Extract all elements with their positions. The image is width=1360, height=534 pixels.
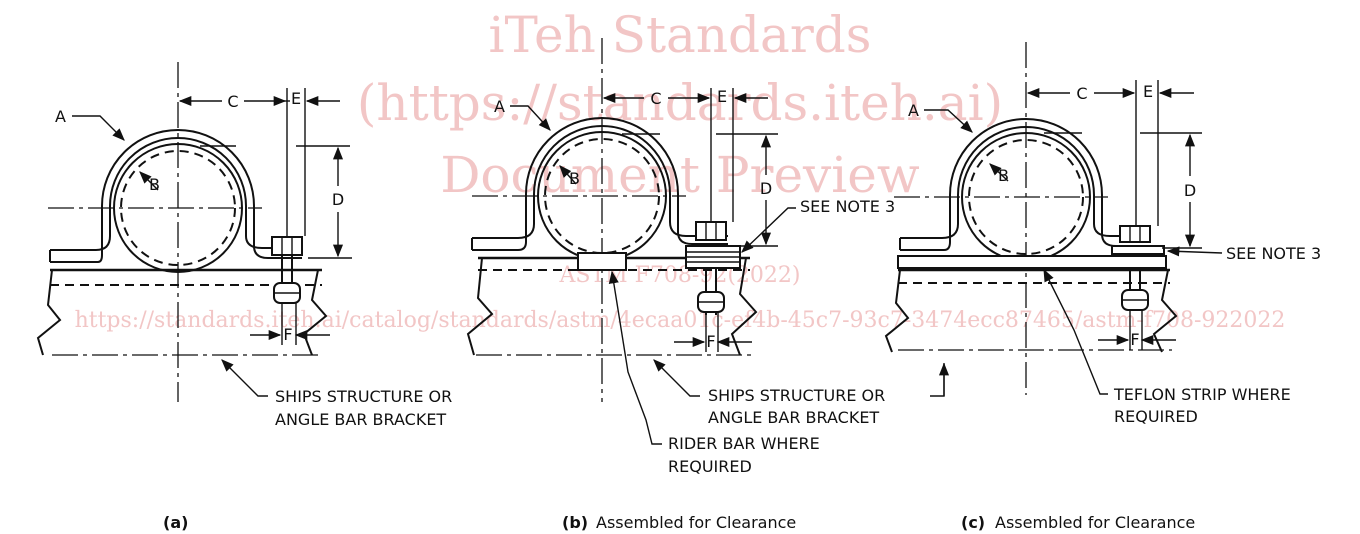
label-b: B xyxy=(569,169,580,188)
figure-c: C E D F A B SEE NOTE 3 TEFLON STRIP WHER… xyxy=(884,42,1321,532)
dim-c-label: C xyxy=(227,92,238,111)
callout-c-line1: TEFLON STRIP WHERE xyxy=(1113,385,1291,404)
caption-c-bold: (c) xyxy=(961,513,985,532)
callout-a-line2: ANGLE BAR BRACKET xyxy=(275,410,446,429)
label-a: A xyxy=(55,107,66,126)
label-a: A xyxy=(908,101,919,120)
callout-c-line2: REQUIRED xyxy=(1114,407,1198,426)
caption-b-bold: (b) xyxy=(562,513,588,532)
watermark: iTeh Standards (https://standards.iteh.a… xyxy=(75,6,1286,333)
bolt-assembly xyxy=(271,236,303,304)
dim-e-label: E xyxy=(717,87,727,106)
figure-b: C E D F A B SEE NOTE 3 SHIPS STRUCTURE O… xyxy=(466,38,895,532)
watermark-line1: iTeh Standards xyxy=(489,6,872,64)
dim-f-label: F xyxy=(1130,330,1139,349)
label-b: B xyxy=(149,175,160,194)
watermark-line3: Document Preview xyxy=(440,146,920,204)
dim-f-label: F xyxy=(283,325,292,344)
callout-b2-line2: REQUIRED xyxy=(668,457,752,476)
callout-a-line1: SHIPS STRUCTURE OR xyxy=(275,387,452,406)
note-label: SEE NOTE 3 xyxy=(1226,244,1321,263)
bolt-assembly xyxy=(685,221,741,315)
callout-b-line2: ANGLE BAR BRACKET xyxy=(708,408,879,427)
callout-b-line1: SHIPS STRUCTURE OR xyxy=(708,386,885,405)
note-label: SEE NOTE 3 xyxy=(800,197,895,216)
dim-d-label: D xyxy=(332,190,344,209)
caption-b-text: Assembled for Clearance xyxy=(596,513,796,532)
label-a: A xyxy=(494,97,505,116)
dim-f-label: F xyxy=(706,332,715,351)
dim-c-label: C xyxy=(1076,84,1087,103)
bolt-assembly xyxy=(1111,225,1165,311)
watermark-line2: (https://standards.iteh.ai) xyxy=(357,74,1003,132)
dim-e-label: E xyxy=(291,89,301,108)
dim-c-label: C xyxy=(650,89,661,108)
dim-d-label: D xyxy=(1184,181,1196,200)
figure-a: C E D F A B SHIPS STRUCTURE OR ANGLE BAR… xyxy=(36,62,452,532)
dim-e-label: E xyxy=(1143,82,1153,101)
dim-d-label: D xyxy=(760,179,772,198)
callout-b2-line1: RIDER BAR WHERE xyxy=(668,434,820,453)
label-b: B xyxy=(998,166,1009,185)
watermark-url: https://standards.iteh.ai/catalog/standa… xyxy=(75,308,1286,333)
caption-a: (a) xyxy=(163,513,188,532)
caption-c-text: Assembled for Clearance xyxy=(995,513,1195,532)
